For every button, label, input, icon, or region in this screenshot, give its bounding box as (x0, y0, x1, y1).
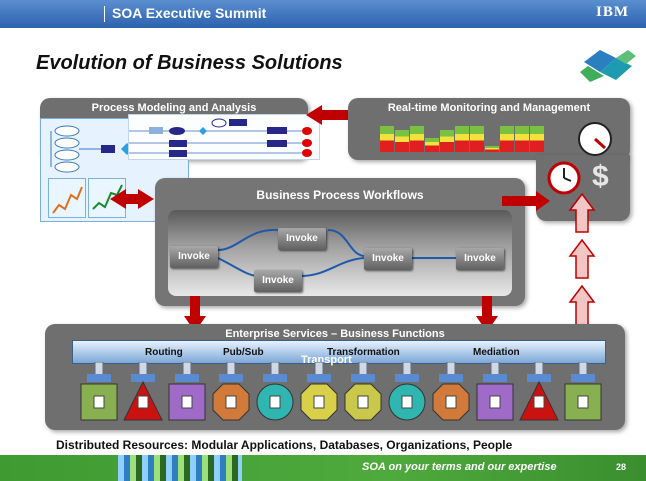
resource-triangle-icon (122, 361, 164, 429)
monitoring-bar (440, 130, 454, 152)
invoke-node: Invoke (278, 228, 326, 250)
monitoring-bar (485, 146, 499, 152)
header-bar (0, 0, 646, 28)
monitoring-bar (425, 138, 439, 152)
monitoring-bar (500, 126, 514, 152)
resource-cube-icon (562, 361, 604, 429)
page-title: Evolution of Business Solutions (36, 52, 343, 74)
monitoring-bar (380, 126, 394, 152)
resource-triangle-icon (518, 361, 560, 429)
capability-pubsub: Pub/Sub (223, 347, 264, 358)
dollar-icon: $ (592, 160, 609, 193)
monitoring-bar (455, 126, 469, 152)
monitoring-bar (515, 126, 529, 152)
process-flow-diagram (128, 114, 320, 160)
capability-routing: Routing (145, 347, 183, 358)
resource-cube-icon (166, 361, 208, 429)
resource-circle-icon (254, 361, 296, 429)
arrow-workflow-to-services-left-shaft (190, 296, 200, 318)
page-number: 28 (616, 462, 627, 472)
workflow-canvas: Invoke Invoke Invoke Invoke Invoke (168, 210, 512, 296)
resource-octagon-icon (342, 361, 384, 429)
arrow-monitoring-to-modeling-head (306, 105, 322, 125)
enterprise-services-title: Enterprise Services – Business Functions (225, 328, 445, 340)
process-modeling-title: Process Modeling and Analysis (91, 102, 257, 114)
workflows-title: Business Process Workflows (256, 188, 424, 202)
distributed-resources-caption: Distributed Resources: Modular Applicati… (56, 438, 513, 452)
resource-cube-icon (474, 361, 516, 429)
monitoring-bar (470, 126, 484, 152)
footer-bar (0, 455, 646, 481)
header-title: SOA Executive Summit (112, 5, 267, 21)
transport-bus: Routing Pub/Sub Transformation Mediation… (72, 340, 606, 366)
capability-transformation: Transformation (327, 347, 400, 358)
monitoring-bar (395, 130, 409, 152)
gauge-icon (578, 122, 612, 156)
puzzle-logo-icon (580, 50, 636, 82)
arrow-services-to-monitoring (568, 192, 596, 327)
resource-octagon-icon (430, 361, 472, 429)
arrow-workflow-to-modeling-head (110, 189, 126, 209)
footer-decoration (118, 455, 242, 481)
transport-label: Transport (301, 354, 352, 366)
footer-tagline: SOA on your terms and our expertise (362, 461, 557, 473)
arrow-monitoring-to-modeling-shaft (322, 110, 348, 120)
arrow-workflow-to-services-right-shaft (482, 296, 492, 318)
header-divider (104, 6, 105, 22)
clock-icon (547, 161, 581, 195)
monitoring-bar-chart (380, 124, 550, 152)
monitoring-bar (410, 126, 424, 152)
resources-row (78, 361, 618, 424)
analysis-charts (48, 178, 126, 218)
realtime-monitoring-title: Real-time Monitoring and Management (387, 102, 591, 114)
capability-mediation: Mediation (473, 347, 520, 358)
resource-octagon-icon (210, 361, 252, 429)
ibm-logo: IBM (596, 4, 629, 20)
analysis-chart-1 (48, 178, 86, 218)
invoke-node: Invoke (170, 246, 218, 268)
invoke-node: Invoke (254, 270, 302, 292)
arrow-modeling-workflow-shaft (124, 194, 140, 204)
resource-circle-icon (386, 361, 428, 429)
invoke-node: Invoke (364, 248, 412, 270)
arrow-workflow-to-monitoring-shaft (502, 196, 538, 206)
arrow-workflow-to-monitoring-head (536, 191, 550, 211)
resource-octagon-icon (298, 361, 340, 429)
arrow-modeling-to-workflow-head (138, 189, 154, 209)
resource-cube-icon (78, 361, 120, 429)
monitoring-bar (530, 126, 544, 152)
invoke-node: Invoke (456, 248, 504, 270)
